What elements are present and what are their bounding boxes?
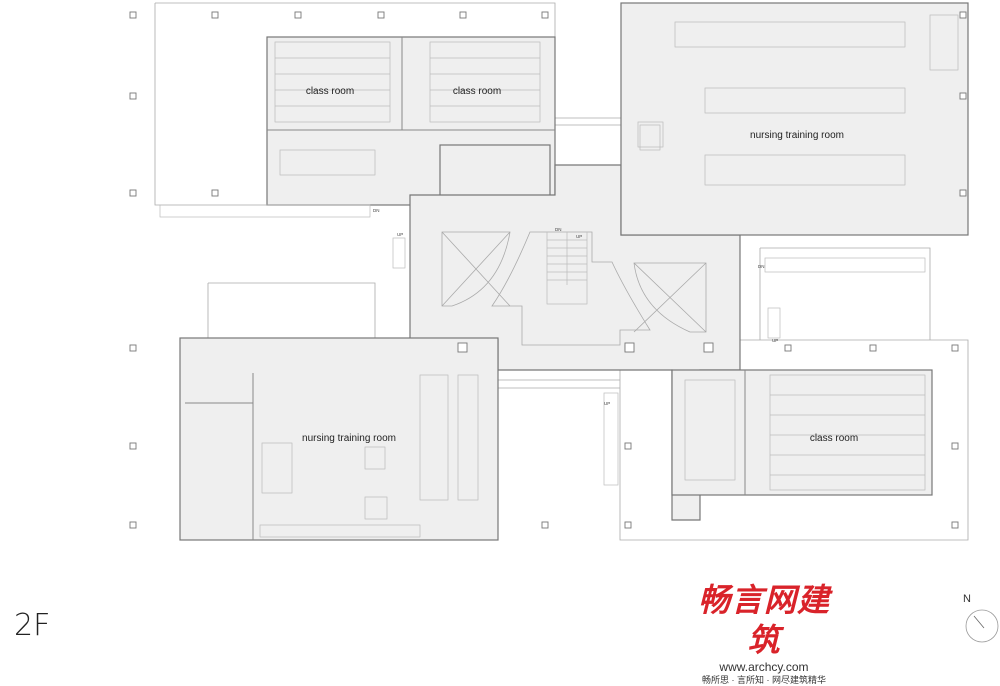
north-arrow-icon: N	[963, 593, 999, 643]
classroom-block-south	[671, 369, 933, 496]
classroom-south-desks	[684, 374, 926, 491]
archcy-logo: 畅言网建筑 www.archcy.com 畅所思 · 言所知 · 网尽建筑精华	[684, 580, 844, 686]
void-east	[633, 262, 707, 333]
nursing-beds-north	[639, 14, 959, 186]
structural-columns	[129, 11, 967, 529]
logo-url: www.archcy.com	[719, 660, 809, 674]
stair-label-up: UP	[576, 234, 582, 239]
terrace-outline-east	[759, 247, 931, 340]
label-nursing-north: nursing training room	[750, 130, 844, 141]
logo-mark: 畅言网建筑	[697, 581, 830, 659]
north-label: N	[963, 593, 971, 605]
nursing-room-south	[179, 337, 499, 541]
void-center	[491, 231, 651, 346]
label-nursing-south: nursing training room	[302, 433, 396, 444]
central-stair	[546, 231, 588, 305]
classroom-desks	[274, 41, 541, 176]
label-classroom-3: class room	[810, 433, 858, 444]
terrace-outline-west	[207, 282, 376, 340]
nursing-beds-south	[259, 374, 479, 538]
stair-label-up-west: UP	[397, 232, 403, 237]
terrace-outline-southeast	[619, 339, 969, 541]
stair-label-up-east: UP	[772, 338, 778, 343]
stair-label-dn: DN	[555, 227, 562, 232]
stair-label-dn-east: DN	[758, 264, 765, 269]
exterior-stairs	[159, 121, 926, 486]
floor-plan: DN UP DN UP DN UP UP	[129, 2, 969, 541]
stair-label-dn-west: DN	[373, 208, 380, 213]
restroom-core	[439, 144, 551, 203]
bridge-outline	[498, 117, 621, 389]
floor-level-label: 2F	[14, 608, 51, 643]
stair-label-up-south: UP	[604, 401, 610, 406]
logo-slogan: 畅所思 · 言所知 · 网尽建筑精华	[702, 675, 826, 685]
void-west	[441, 231, 511, 307]
nursing-room-north	[620, 2, 969, 236]
label-classroom-2: class room	[453, 86, 501, 97]
label-classroom-1: class room	[306, 86, 354, 97]
